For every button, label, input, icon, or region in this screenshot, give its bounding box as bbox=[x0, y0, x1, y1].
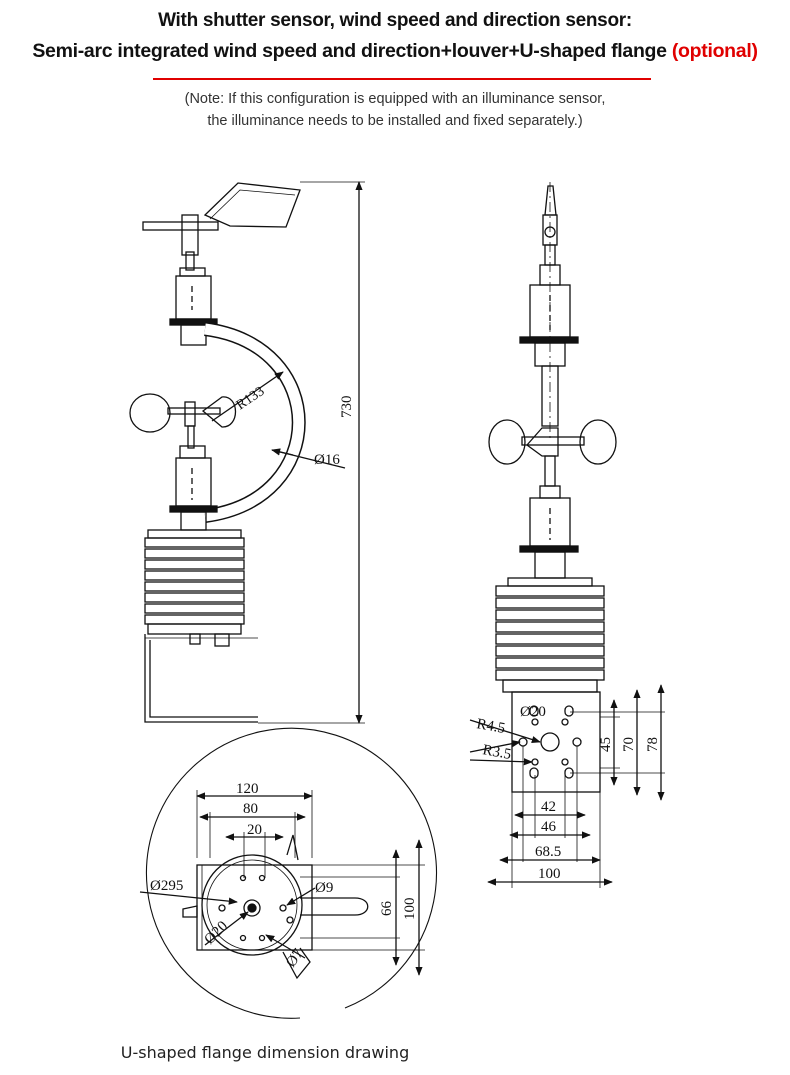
dim-295-label: Ø295 bbox=[150, 878, 183, 894]
title-underline bbox=[153, 78, 651, 80]
dim-100-label: 100 bbox=[538, 866, 561, 882]
dim-9-label: Ø9 bbox=[315, 880, 333, 896]
front-view: Ø20 R4.5 R3.5 45 70 78 42 46 68.5 100 bbox=[469, 182, 665, 888]
flange-drawing-caption: U-shaped flange dimension drawing bbox=[120, 1043, 410, 1062]
radius-r4-5-label: R4.5 bbox=[475, 716, 506, 737]
dim-78-label: 78 bbox=[645, 737, 661, 752]
dim-100b-label: 100 bbox=[402, 898, 418, 921]
diagram-title-line1: With shutter sensor, wind speed and dire… bbox=[158, 10, 632, 31]
dim-42-label: 42 bbox=[541, 799, 556, 815]
hole-diameter-label: Ø20 bbox=[520, 704, 546, 720]
note-line2: the illuminance needs to be installed an… bbox=[207, 113, 583, 129]
tube-diameter-label: Ø16 bbox=[314, 452, 340, 468]
title-main-text: Semi-arc integrated wind speed and direc… bbox=[32, 40, 667, 62]
dim-120-label: 120 bbox=[236, 781, 259, 797]
flange-view: 120 80 20 Ø295 Ø9 Ø20 Ø7 bbox=[139, 727, 437, 1019]
dim-45-label: 45 bbox=[598, 737, 614, 752]
diagram-title-line2: Semi-arc integrated wind speed and direc… bbox=[0, 40, 790, 63]
dim-20b-label: Ø20 bbox=[202, 918, 232, 948]
radius-r133-label: R133 bbox=[234, 384, 268, 413]
dim-20-label: 20 bbox=[247, 822, 262, 838]
dim-70-label: 70 bbox=[621, 737, 637, 752]
dim-80-label: 80 bbox=[243, 801, 258, 817]
dim-68-5-label: 68.5 bbox=[535, 844, 561, 860]
height-730-label: 730 bbox=[339, 396, 355, 419]
title-optional-text: (optional) bbox=[671, 40, 758, 62]
louver-stack bbox=[144, 529, 245, 635]
radius-r3-5-label: R3.5 bbox=[481, 742, 512, 763]
side-view: R133 Ø16 bbox=[129, 181, 365, 724]
dim-66-label: 66 bbox=[379, 901, 395, 917]
note-line1: (Note: If this configuration is equipped… bbox=[184, 91, 606, 107]
dim-46-label: 46 bbox=[541, 819, 557, 835]
